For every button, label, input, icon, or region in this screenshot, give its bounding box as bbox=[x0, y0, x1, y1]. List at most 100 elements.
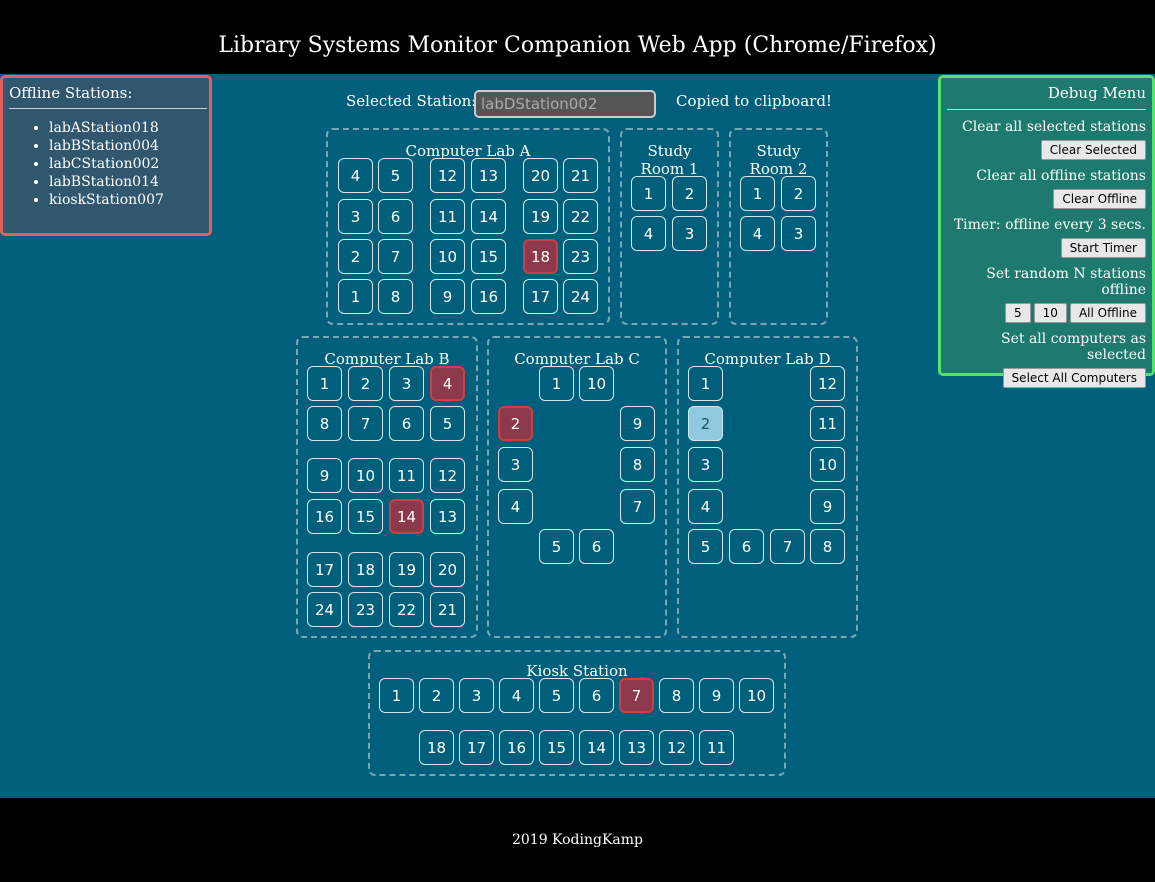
selected-station-input[interactable] bbox=[474, 90, 656, 118]
random-5-button[interactable]: 5 bbox=[1005, 303, 1031, 323]
station-button-labB-5[interactable]: 5 bbox=[430, 406, 465, 441]
station-button-labB-9[interactable]: 9 bbox=[307, 458, 342, 493]
station-button-labA-12[interactable]: 12 bbox=[430, 158, 465, 193]
station-button-kiosk-2[interactable]: 2 bbox=[419, 678, 454, 713]
station-button-labD-6[interactable]: 6 bbox=[729, 529, 764, 564]
station-button-labA-2[interactable]: 2 bbox=[338, 239, 373, 274]
random-10-button[interactable]: 10 bbox=[1033, 303, 1067, 323]
station-button-study1-4[interactable]: 4 bbox=[631, 216, 666, 251]
station-button-labB-12[interactable]: 12 bbox=[430, 458, 465, 493]
station-button-labD-2[interactable]: 2 bbox=[688, 406, 723, 441]
station-button-labA-18[interactable]: 18 bbox=[523, 239, 558, 274]
station-button-labA-9[interactable]: 9 bbox=[430, 279, 465, 314]
station-button-labC-3[interactable]: 3 bbox=[498, 447, 533, 482]
station-button-labA-13[interactable]: 13 bbox=[471, 158, 506, 193]
station-button-labB-8[interactable]: 8 bbox=[307, 406, 342, 441]
station-button-labC-2[interactable]: 2 bbox=[498, 406, 533, 441]
station-button-labA-11[interactable]: 11 bbox=[430, 199, 465, 234]
station-button-labD-10[interactable]: 10 bbox=[810, 447, 845, 482]
station-button-kiosk-17[interactable]: 17 bbox=[459, 730, 494, 765]
station-button-kiosk-15[interactable]: 15 bbox=[539, 730, 574, 765]
station-button-labD-11[interactable]: 11 bbox=[810, 406, 845, 441]
station-button-study1-1[interactable]: 1 bbox=[631, 176, 666, 211]
station-button-kiosk-14[interactable]: 14 bbox=[579, 730, 614, 765]
station-button-labB-11[interactable]: 11 bbox=[389, 458, 424, 493]
station-button-study2-3[interactable]: 3 bbox=[781, 216, 816, 251]
station-button-labA-20[interactable]: 20 bbox=[523, 158, 558, 193]
station-button-study1-3[interactable]: 3 bbox=[672, 216, 707, 251]
station-button-kiosk-10[interactable]: 10 bbox=[739, 678, 774, 713]
station-button-labC-8[interactable]: 8 bbox=[620, 447, 655, 482]
station-button-kiosk-12[interactable]: 12 bbox=[659, 730, 694, 765]
station-button-labB-23[interactable]: 23 bbox=[348, 592, 383, 627]
station-button-labC-5[interactable]: 5 bbox=[539, 529, 574, 564]
station-button-labB-20[interactable]: 20 bbox=[430, 552, 465, 587]
station-button-study2-4[interactable]: 4 bbox=[740, 216, 775, 251]
station-button-labB-16[interactable]: 16 bbox=[307, 499, 342, 534]
station-button-labA-17[interactable]: 17 bbox=[523, 279, 558, 314]
station-button-labB-2[interactable]: 2 bbox=[348, 366, 383, 401]
station-button-labD-9[interactable]: 9 bbox=[810, 489, 845, 524]
station-button-labD-8[interactable]: 8 bbox=[810, 529, 845, 564]
station-button-labA-22[interactable]: 22 bbox=[563, 199, 598, 234]
station-button-labD-5[interactable]: 5 bbox=[688, 529, 723, 564]
station-button-labA-21[interactable]: 21 bbox=[563, 158, 598, 193]
station-button-labB-13[interactable]: 13 bbox=[430, 499, 465, 534]
station-button-labA-19[interactable]: 19 bbox=[523, 199, 558, 234]
station-button-labA-8[interactable]: 8 bbox=[378, 279, 413, 314]
station-button-kiosk-3[interactable]: 3 bbox=[459, 678, 494, 713]
station-button-labA-10[interactable]: 10 bbox=[430, 239, 465, 274]
station-button-study1-2[interactable]: 2 bbox=[672, 176, 707, 211]
station-button-labB-18[interactable]: 18 bbox=[348, 552, 383, 587]
station-button-labB-7[interactable]: 7 bbox=[348, 406, 383, 441]
station-button-labD-12[interactable]: 12 bbox=[810, 366, 845, 401]
station-button-labD-3[interactable]: 3 bbox=[688, 447, 723, 482]
station-button-study2-2[interactable]: 2 bbox=[781, 176, 816, 211]
station-button-labC-9[interactable]: 9 bbox=[620, 406, 655, 441]
station-button-labB-6[interactable]: 6 bbox=[389, 406, 424, 441]
station-button-labB-17[interactable]: 17 bbox=[307, 552, 342, 587]
station-button-kiosk-5[interactable]: 5 bbox=[539, 678, 574, 713]
station-button-labB-15[interactable]: 15 bbox=[348, 499, 383, 534]
clear-offline-button[interactable]: Clear Offline bbox=[1053, 189, 1146, 209]
station-button-labA-4[interactable]: 4 bbox=[338, 158, 373, 193]
station-button-labC-4[interactable]: 4 bbox=[498, 489, 533, 524]
station-button-kiosk-6[interactable]: 6 bbox=[579, 678, 614, 713]
station-button-kiosk-9[interactable]: 9 bbox=[699, 678, 734, 713]
station-button-labB-14[interactable]: 14 bbox=[389, 499, 424, 534]
station-button-labD-1[interactable]: 1 bbox=[688, 366, 723, 401]
select-all-computers-button[interactable]: Select All Computers bbox=[1002, 368, 1146, 388]
station-button-labA-23[interactable]: 23 bbox=[563, 239, 598, 274]
station-button-labA-16[interactable]: 16 bbox=[471, 279, 506, 314]
station-button-labA-6[interactable]: 6 bbox=[378, 199, 413, 234]
station-button-labB-19[interactable]: 19 bbox=[389, 552, 424, 587]
station-button-labA-24[interactable]: 24 bbox=[563, 279, 598, 314]
station-button-labC-7[interactable]: 7 bbox=[620, 489, 655, 524]
station-button-kiosk-13[interactable]: 13 bbox=[619, 730, 654, 765]
station-button-labB-10[interactable]: 10 bbox=[348, 458, 383, 493]
all-offline-button[interactable]: All Offline bbox=[1069, 303, 1146, 323]
station-button-labA-1[interactable]: 1 bbox=[338, 279, 373, 314]
station-button-kiosk-8[interactable]: 8 bbox=[659, 678, 694, 713]
station-button-kiosk-4[interactable]: 4 bbox=[499, 678, 534, 713]
station-button-kiosk-18[interactable]: 18 bbox=[419, 730, 454, 765]
station-button-labB-4[interactable]: 4 bbox=[430, 366, 465, 401]
station-button-kiosk-11[interactable]: 11 bbox=[699, 730, 734, 765]
station-button-labA-14[interactable]: 14 bbox=[471, 199, 506, 234]
station-button-labA-3[interactable]: 3 bbox=[338, 199, 373, 234]
station-button-labB-24[interactable]: 24 bbox=[307, 592, 342, 627]
station-button-kiosk-1[interactable]: 1 bbox=[379, 678, 414, 713]
station-button-labB-3[interactable]: 3 bbox=[389, 366, 424, 401]
station-button-labD-7[interactable]: 7 bbox=[770, 529, 805, 564]
station-button-labA-5[interactable]: 5 bbox=[378, 158, 413, 193]
station-button-labB-22[interactable]: 22 bbox=[389, 592, 424, 627]
station-button-labB-21[interactable]: 21 bbox=[430, 592, 465, 627]
start-timer-button[interactable]: Start Timer bbox=[1060, 238, 1146, 258]
station-button-labC-10[interactable]: 10 bbox=[579, 366, 614, 401]
clear-selected-button[interactable]: Clear Selected bbox=[1040, 140, 1146, 160]
station-button-labC-6[interactable]: 6 bbox=[579, 529, 614, 564]
station-button-kiosk-7[interactable]: 7 bbox=[619, 678, 654, 713]
station-button-labA-15[interactable]: 15 bbox=[471, 239, 506, 274]
station-button-kiosk-16[interactable]: 16 bbox=[499, 730, 534, 765]
station-button-labA-7[interactable]: 7 bbox=[378, 239, 413, 274]
